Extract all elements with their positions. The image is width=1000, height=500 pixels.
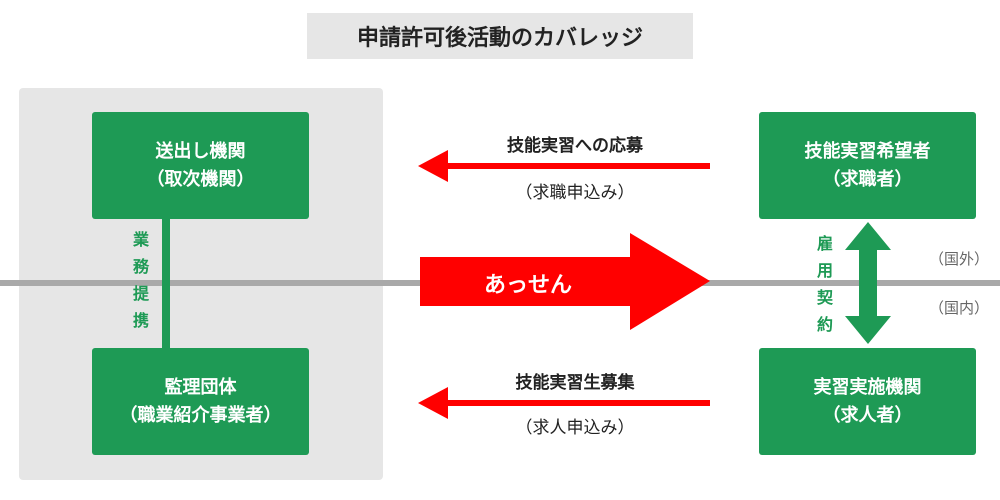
- mediation-arrow-label: あっせん: [483, 273, 572, 298]
- sending-org-sub: （取次機関）: [146, 168, 255, 190]
- sending-org-box: 送出し機関 （取次機関）: [92, 112, 309, 219]
- diagram-title: 申請許可後活動のカバレッジ: [307, 13, 693, 59]
- sending-org-name: 送出し機関: [155, 140, 246, 162]
- applicant-box: 技能実習希望者 （求職者）: [759, 112, 976, 219]
- supervising-org-name: 監理団体: [164, 376, 237, 398]
- label-domestic: （国内）: [929, 299, 990, 317]
- employment-contract-char-1: 雇: [816, 234, 833, 253]
- employment-contract-char-3: 契: [816, 288, 833, 307]
- recruitment-arrow: [418, 387, 710, 419]
- business-tieup-char-1: 業: [132, 230, 149, 249]
- application-arrow: [418, 150, 710, 182]
- application-arrow-sub: （求職申込み）: [515, 183, 635, 203]
- implementer-box: 実習実施機関 （求人者）: [759, 348, 976, 455]
- employment-contract-char-2: 用: [816, 261, 833, 280]
- implementer-name: 実習実施機関: [813, 376, 922, 398]
- supervising-org-box: 監理団体 （職業紹介事業者）: [92, 348, 309, 455]
- business-tieup-label: 業 務 提 携: [131, 226, 151, 334]
- recruitment-arrow-label: 技能実習生募集: [515, 373, 635, 393]
- business-tieup-char-3: 提: [132, 284, 149, 303]
- supervising-org-sub: （職業紹介事業者）: [119, 404, 282, 426]
- applicant-sub: （求職者）: [822, 168, 913, 190]
- business-tieup-connector: [162, 218, 170, 350]
- employment-contract-char-4: 約: [816, 315, 833, 334]
- recruitment-arrow-sub: （求人申込み）: [515, 418, 635, 438]
- employment-contract-double-arrow: [845, 222, 891, 344]
- business-tieup-char-4: 携: [132, 311, 149, 330]
- employment-contract-label: 雇 用 契 約: [815, 230, 835, 338]
- applicant-name: 技能実習希望者: [804, 140, 931, 162]
- mediation-arrow: [420, 233, 710, 330]
- implementer-sub: （求人者）: [822, 404, 913, 426]
- business-tieup-char-2: 務: [132, 257, 149, 276]
- label-overseas: （国外）: [929, 250, 990, 268]
- application-arrow-label: 技能実習への応募: [507, 136, 643, 156]
